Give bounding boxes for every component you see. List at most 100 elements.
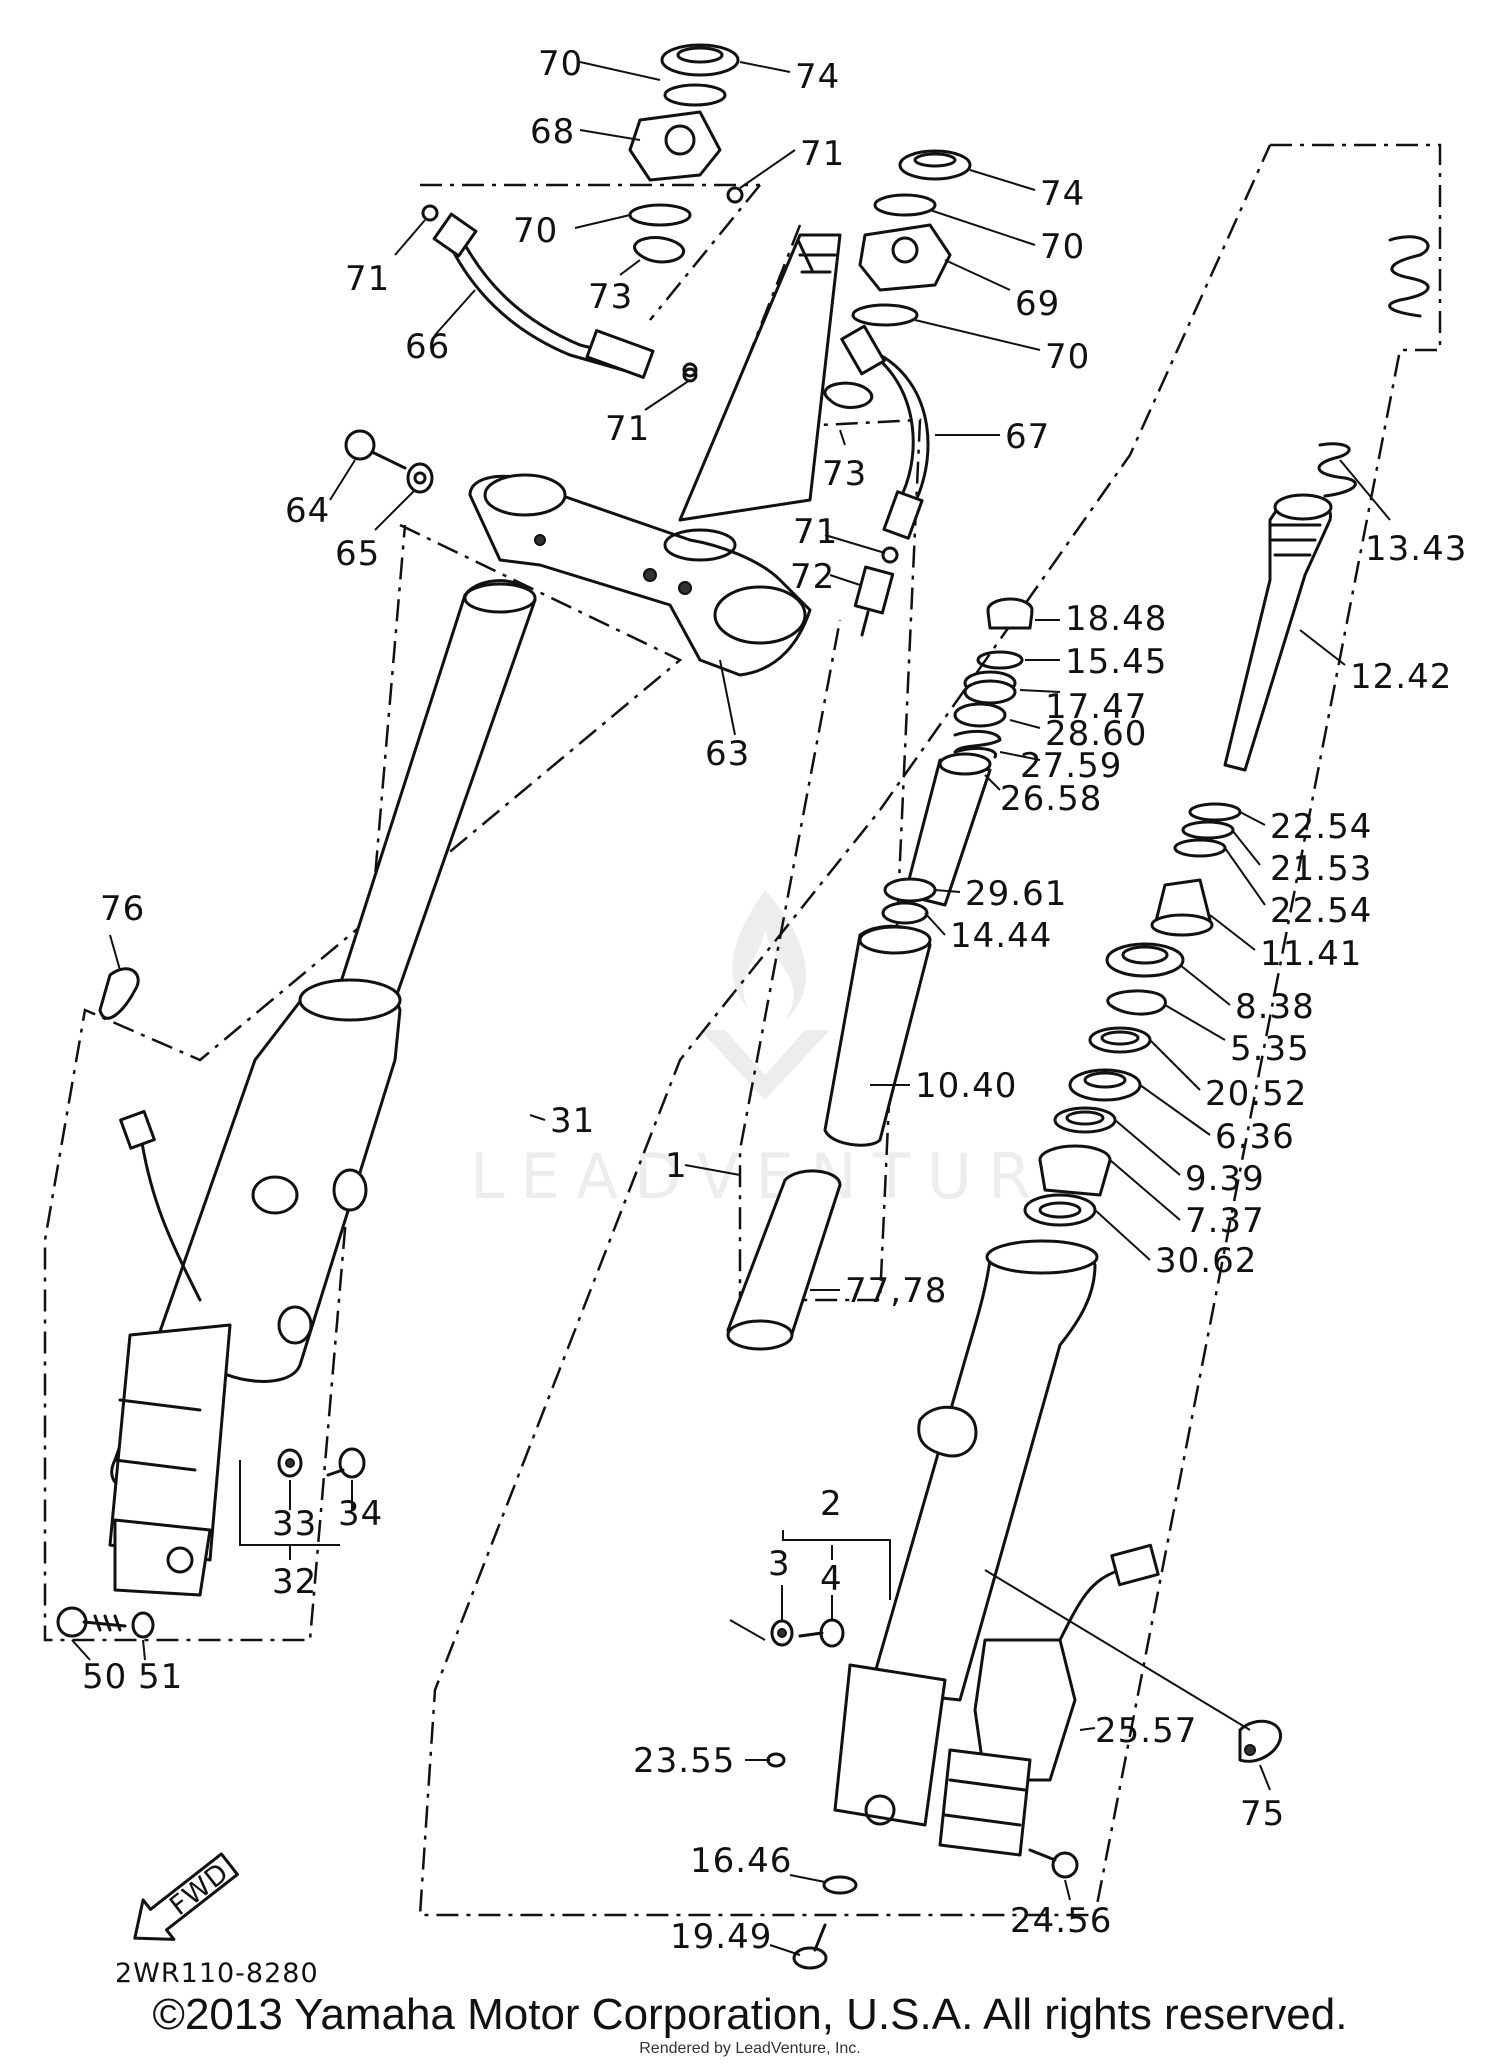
brake-joint-68 [628, 110, 722, 182]
cap-bolt-18-48 [986, 597, 1034, 630]
brake-hose-67 [840, 324, 930, 540]
callout-10-40: 10.40 [915, 1066, 1017, 1106]
callout-73: 73 [822, 454, 867, 494]
bolt-24-56 [1028, 1848, 1079, 1879]
o-ring-71-b [421, 204, 439, 222]
callout-7-37: 7.37 [1185, 1201, 1265, 1241]
callout-20-52: 20.52 [1205, 1074, 1307, 1114]
callout-50: 50 [82, 1657, 127, 1697]
callout-8-38: 8.38 [1235, 987, 1315, 1027]
callout-71: 71 [345, 259, 390, 299]
callout-34: 34 [338, 1494, 383, 1534]
bolt-19-49 [792, 1923, 828, 1970]
callout-26-58: 26.58 [1000, 779, 1102, 819]
callout-23-55: 23.55 [633, 1741, 735, 1781]
callout-72: 72 [790, 557, 835, 597]
right-outer-tube [833, 1239, 1099, 1827]
callout-29-61: 29.61 [965, 874, 1067, 914]
callout-75: 75 [1240, 1794, 1285, 1834]
o-ring-71-d [881, 546, 899, 564]
o-ring-71-a [726, 186, 744, 204]
callout-4: 4 [820, 1559, 843, 1599]
callout-68: 68 [530, 112, 575, 152]
callout-22-54: 22.54 [1270, 891, 1372, 931]
boot-77-78 [726, 1169, 842, 1351]
right-sensor-wire [1058, 1543, 1160, 1642]
callout-51: 51 [138, 1657, 183, 1697]
oil-seal-74-top [660, 43, 740, 77]
callout-16-46: 16.46 [690, 1841, 792, 1881]
bleed-screw-72 [853, 565, 895, 637]
washer-22-54-a [1188, 802, 1242, 822]
leader-lines [71, 61, 1391, 1956]
callout-73: 73 [588, 277, 633, 317]
callout-33: 33 [272, 1504, 317, 1544]
callout-65: 65 [335, 534, 380, 574]
bolt-50 [56, 1606, 127, 1638]
damper-rod-12-42 [1223, 493, 1333, 772]
washer-51 [131, 1611, 155, 1639]
callout-71: 71 [793, 512, 838, 552]
callout-14-44: 14.44 [950, 916, 1052, 956]
o-ring-70-b [628, 203, 692, 227]
callout-5-35: 5.35 [1230, 1029, 1310, 1069]
callout-70: 70 [1045, 337, 1090, 377]
callout-70: 70 [538, 44, 583, 84]
spacer-17-47 [963, 670, 1017, 705]
leadventure-logo-watermark [700, 890, 830, 1100]
spring-27-59 [953, 729, 1002, 759]
callout-71: 71 [605, 409, 650, 449]
callout-labels: 70 74 68 71 74 70 71 73 70 69 66 70 71 6… [82, 44, 1466, 1957]
washer-22-54-b [1173, 838, 1227, 858]
callout-12-42: 12.42 [1350, 657, 1452, 697]
exploded-view-diagram: FWD [43, 43, 1466, 1989]
circlip-73-a [633, 236, 686, 264]
left-sensor-wire [119, 1109, 202, 1302]
callout-3: 3 [768, 1544, 791, 1584]
bracket-32 [239, 1460, 340, 1546]
seal-8-38 [1105, 942, 1185, 978]
washer-33 [277, 1448, 303, 1478]
fwd-arrow-icon: FWD [133, 1852, 239, 1941]
callout-30-62: 30.62 [1155, 1241, 1257, 1281]
oil-seal-6-36 [1068, 1068, 1142, 1102]
callout-1: 1 [665, 1146, 688, 1186]
callout-24-56: 24.56 [1010, 1901, 1112, 1941]
bolt-34 [326, 1447, 366, 1479]
callout-25-57: 25.57 [1095, 1711, 1197, 1751]
callout-2: 2 [820, 1484, 843, 1524]
bolt-4 [798, 1618, 845, 1648]
pin-23-55 [766, 1752, 786, 1768]
left-caliper-mount [108, 1323, 232, 1562]
washer-3 [770, 1619, 794, 1647]
right-fork-boundary [418, 143, 1442, 1917]
clip-76 [98, 967, 140, 1020]
washer-28-60 [953, 702, 1007, 728]
washer-65 [406, 462, 434, 494]
oil-seal-74-right [898, 149, 972, 181]
callout-32: 32 [272, 1562, 317, 1602]
left-inner-tube [338, 579, 537, 1002]
o-ring-70-d [851, 303, 919, 327]
callout-18-48: 18.48 [1065, 599, 1167, 639]
bushing-30-62 [1023, 1193, 1097, 1227]
o-ring-70-c [873, 193, 937, 217]
callout-6-36: 6.36 [1215, 1117, 1295, 1157]
callout-17-47: 17.47 [1045, 687, 1147, 727]
callout-31: 31 [550, 1101, 595, 1141]
callout-76: 76 [100, 889, 145, 929]
callout-64: 64 [285, 491, 330, 531]
tube-10-40 [823, 924, 932, 1147]
ring-21-53 [1181, 820, 1235, 840]
washer-14-44 [881, 901, 929, 925]
under-bracket-63 [468, 473, 812, 677]
left-fork-boundary [43, 523, 683, 1642]
callout-63: 63 [705, 734, 750, 774]
washer-29-61 [883, 877, 937, 903]
brake-joint-69 [858, 223, 952, 292]
steering-stem [678, 233, 842, 522]
brake-hose-66 [432, 212, 698, 379]
callout-22-54: 22.54 [1270, 807, 1372, 847]
callout-77-78: 77,78 [845, 1271, 947, 1311]
